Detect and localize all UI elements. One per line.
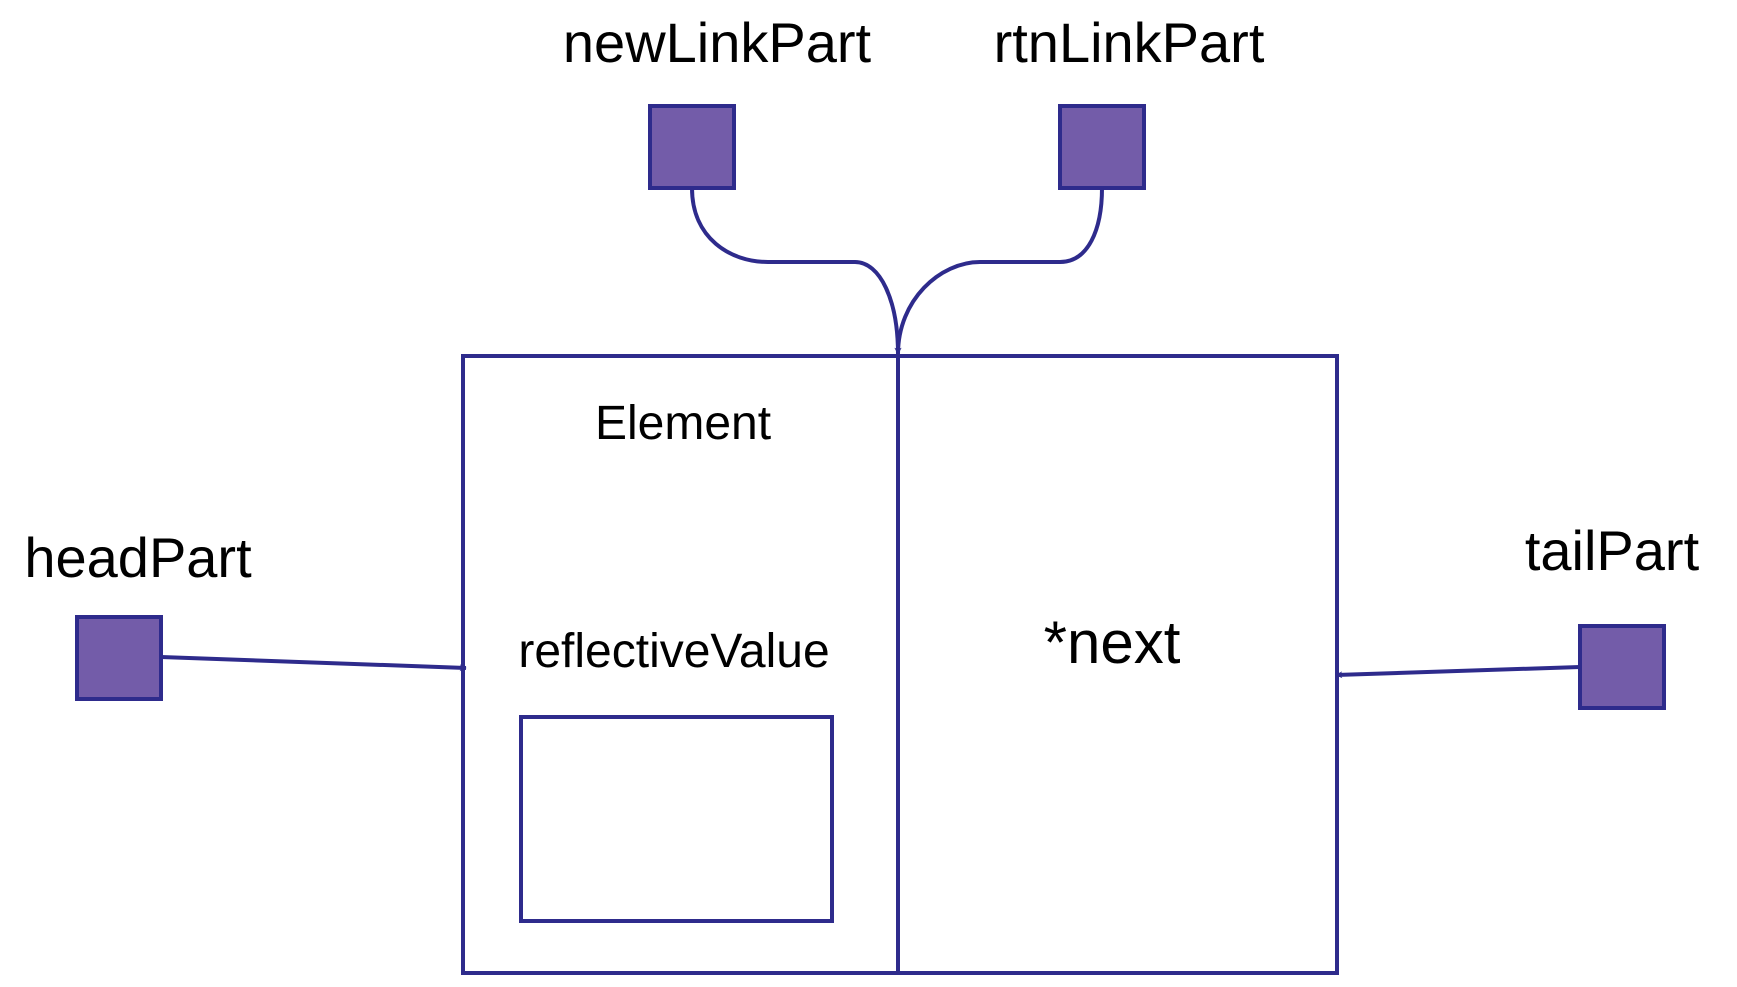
rtn-link-part-label: rtnLinkPart — [994, 11, 1265, 74]
next-pointer-label: *next — [1044, 609, 1181, 676]
tail-part-node — [1578, 624, 1666, 710]
new-link-part-label: newLinkPart — [563, 11, 872, 74]
new-link-part-node — [648, 104, 736, 190]
rtn-link-connector — [894, 187, 1104, 355]
new-link-connector — [690, 187, 902, 355]
rtn-link-part-node — [1058, 104, 1146, 190]
reflective-value-box — [519, 715, 834, 923]
tail-connector — [1335, 665, 1581, 679]
tail-part-label: tailPart — [1525, 519, 1700, 582]
head-part-node — [75, 615, 163, 701]
head-part-label: headPart — [24, 526, 252, 589]
head-connector — [160, 655, 467, 672]
element-title: Element — [595, 397, 771, 450]
reflective-value-label: reflectiveValue — [518, 625, 829, 678]
